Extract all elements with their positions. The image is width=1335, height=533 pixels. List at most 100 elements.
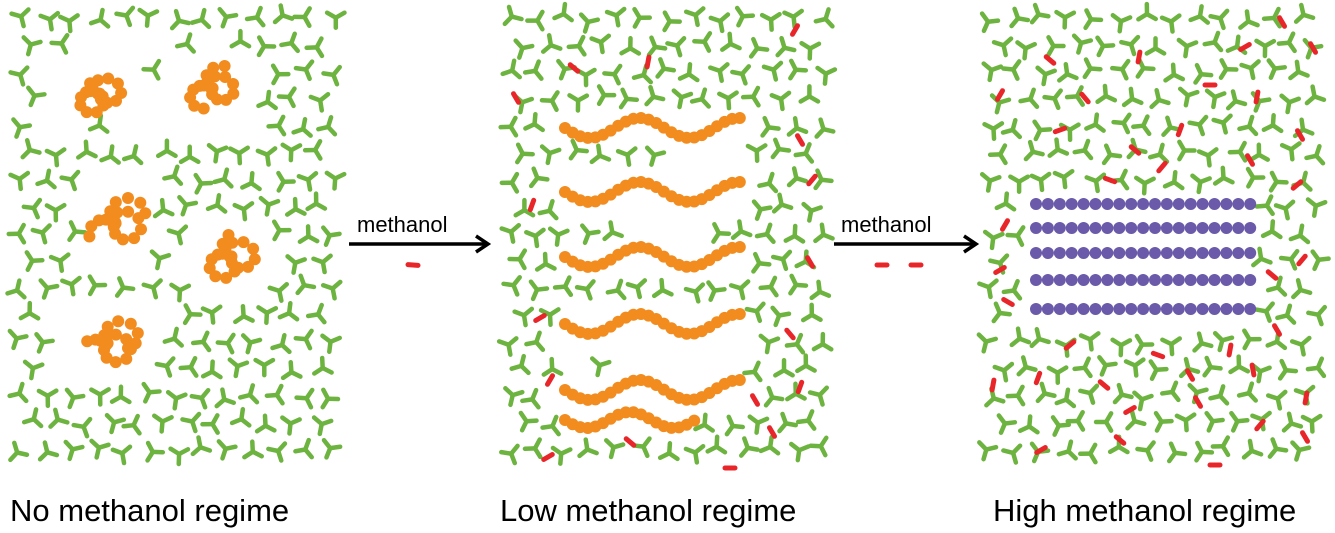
solvent-molecule-icon [1288, 59, 1310, 81]
solvent-molecule-icon [316, 115, 338, 137]
solvent-molecule-icon [770, 305, 792, 328]
solvent-molecule-icon [1306, 304, 1328, 327]
polymer-extended-chain-icon [559, 308, 746, 340]
solvent-molecule-icon [1072, 356, 1093, 379]
solvent-molecule-icon [1123, 357, 1146, 378]
solvent-molecule-icon [280, 142, 303, 163]
methanol-molecule-icon [541, 452, 555, 462]
methanol-molecule-icon [545, 373, 555, 387]
solvent-molecule-icon [8, 170, 31, 192]
solvent-molecule-icon [808, 435, 829, 458]
solvent-molecule-icon [44, 147, 67, 168]
methanol-molecule-icon [1135, 49, 1143, 65]
solvent-molecule-icon [48, 252, 71, 273]
solvent-molecule-icon [759, 12, 782, 32]
solvent-molecule-icon [38, 10, 61, 32]
solvent-molecule-icon [1078, 383, 1100, 405]
solvent-molecule-icon [1005, 225, 1026, 247]
solvent-molecule-icon [625, 278, 648, 300]
methanol-molecule-icon [989, 377, 997, 393]
methanol-molecule-icon [806, 173, 818, 187]
solvent-molecule-icon [1266, 58, 1288, 80]
solvent-molecule-icon [279, 31, 300, 54]
solvent-molecule-icon [63, 439, 85, 462]
methanol-molecule-icon [644, 54, 652, 70]
methanol-molecule-icon [1295, 128, 1305, 142]
solvent-molecule-icon [36, 388, 59, 409]
solvent-molecule-icon [771, 192, 794, 214]
solvent-molecule-icon [513, 38, 535, 60]
solvent-molecule-icon [1260, 219, 1283, 240]
polymer-coil-icon [74, 72, 128, 119]
solvent-molecule-icon [665, 36, 687, 58]
solvent-molecule-icon [1204, 88, 1227, 110]
solvent-molecule-icon [742, 360, 763, 383]
solvent-molecule-icon [540, 33, 563, 54]
solvent-molecule-icon [240, 333, 263, 355]
solvent-molecule-icon [693, 412, 715, 433]
solvent-molecule-icon [189, 7, 212, 30]
solvent-molecule-icon [1093, 411, 1114, 433]
solvent-molecule-icon [1148, 359, 1169, 382]
solvent-molecule-icon [513, 197, 536, 218]
solvent-molecule-icon [651, 277, 674, 299]
solvent-molecule-icon [789, 441, 811, 463]
solvent-molecule-icon [631, 436, 652, 459]
solvent-molecule-icon [1241, 438, 1264, 460]
solvent-molecule-icon [272, 3, 295, 25]
methanol-molecule-icon [750, 393, 760, 407]
solvent-molecule-icon [1193, 62, 1214, 85]
solvent-molecule-icon [280, 359, 303, 381]
solvent-molecule-icon [550, 445, 573, 466]
solvent-molecule-icon [604, 6, 627, 28]
solvent-molecule-icon [745, 143, 768, 163]
solvent-molecule-icon [1261, 6, 1282, 29]
solvent-molecule-icon [270, 332, 292, 355]
solvent-molecule-icon [1029, 326, 1051, 349]
solvent-molecule-icon [1072, 138, 1094, 161]
solvent-molecule-icon [1208, 384, 1230, 406]
methanol-molecule-icon [623, 436, 637, 448]
solvent-molecule-icon [646, 35, 668, 58]
solvent-molecule-icon [602, 220, 624, 242]
solvent-molecule-icon [324, 10, 347, 30]
methanol-molecule-icon [1249, 362, 1257, 378]
solvent-molecule-icon [1135, 440, 1156, 462]
solvent-molecule-icon [512, 306, 535, 328]
solvent-molecule-icon [1159, 13, 1182, 34]
methanol-molecule-icon [993, 265, 1007, 275]
solvent-molecule-icon [190, 435, 213, 457]
solvent-molecule-icon [552, 275, 574, 298]
methanol-molecule-icon [1290, 179, 1304, 191]
methanol-molecule-icon [784, 327, 796, 341]
solvent-molecule-icon [5, 278, 27, 300]
solvent-molecule-icon [149, 249, 172, 271]
solvent-molecule-icon [38, 278, 60, 300]
solvent-molecule-icon [1237, 114, 1259, 137]
solvent-molecule-icon [739, 436, 760, 458]
polymer-coil-icon [203, 229, 261, 284]
methanol-molecule-icon [1063, 339, 1077, 351]
solvent-molecule-icon [305, 302, 327, 325]
solvent-molecule-icon [1208, 8, 1230, 31]
solvent-molecule-icon [991, 36, 1014, 58]
solvent-molecule-icon [1281, 411, 1304, 433]
solvent-molecule-icon [1188, 4, 1211, 25]
solvent-molecule-icon [44, 202, 67, 223]
solvent-molecule-icon [1136, 1, 1158, 22]
solvent-molecule-icon [162, 326, 184, 348]
solvent-molecule-icon [604, 438, 626, 460]
polymer-extended-chain-icon [559, 112, 746, 144]
solvent-molecule-icon [708, 12, 731, 34]
solvent-molecule-icon [216, 439, 238, 461]
solvent-molecule-icon [1046, 365, 1069, 385]
solvent-molecule-icon [574, 279, 596, 301]
solvent-molecule-icon [1254, 301, 1275, 323]
solvent-molecule-icon [507, 248, 528, 271]
methanol-molecule-icon [995, 88, 1005, 102]
solvent-molecule-icon [979, 11, 1001, 34]
solvent-molecule-icon [1064, 85, 1085, 107]
solvent-molecule-icon [782, 8, 804, 29]
solvent-molecule-icon [795, 409, 817, 431]
solvent-molecule-icon [295, 273, 317, 296]
